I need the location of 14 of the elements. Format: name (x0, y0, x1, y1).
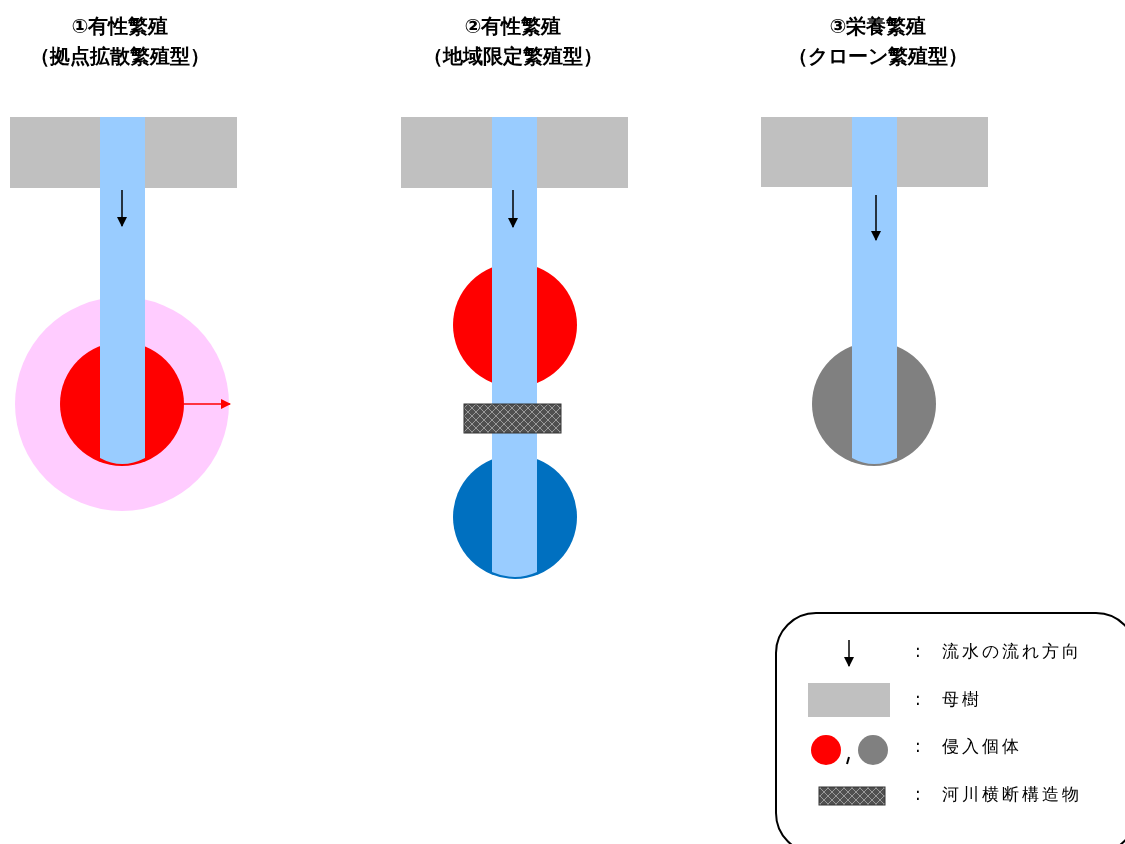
legend-colon: : (915, 688, 924, 710)
legend-colon: : (915, 735, 924, 757)
panel-title: （拠点拡散繁殖型） (30, 44, 210, 68)
legend-colon: : (915, 640, 924, 662)
legend-text: 流水の流れ方向 (942, 640, 1082, 662)
legend-text: 母樹 (942, 688, 982, 710)
legend-text: 河川横断構造物 (942, 783, 1082, 805)
panel-title: （クローン繁殖型） (788, 44, 968, 68)
legend-colon: : (915, 783, 924, 805)
panel-title: ③栄養繁殖 (829, 14, 927, 38)
panel-title: ①有性繁殖 (71, 14, 169, 38)
legend-text: 侵入個体 (942, 735, 1022, 757)
panel-title: ②有性繁殖 (464, 14, 562, 38)
panel-title: （地域限定繁殖型） (423, 44, 603, 68)
